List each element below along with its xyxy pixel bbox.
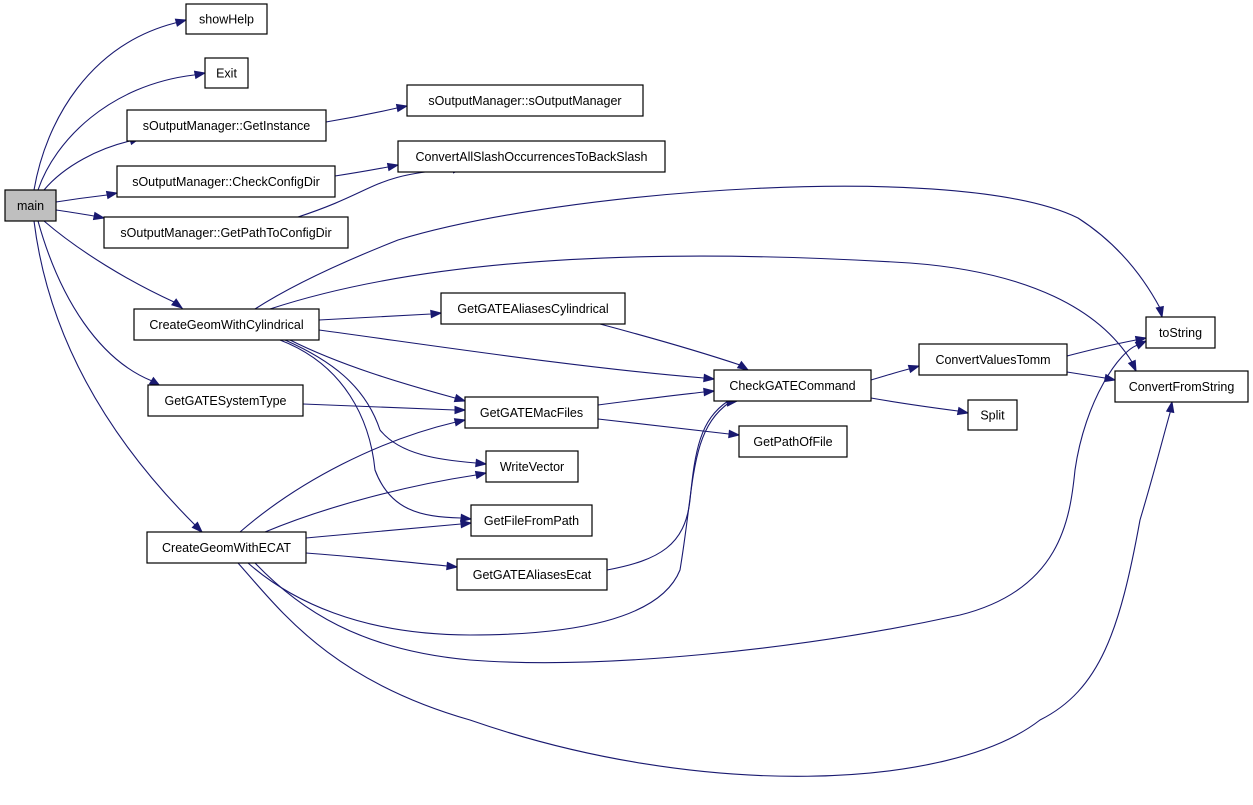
node-box — [4, 189, 57, 222]
node-label: ConvertAllSlashOccurrencesToBackSlash — [415, 150, 647, 164]
node-box — [456, 558, 608, 591]
node-box — [133, 308, 320, 341]
edge-main-to-GetPathToConfigDir — [55, 209, 106, 221]
node-label: sOutputManager::sOutputManager — [428, 94, 621, 108]
node-box — [204, 57, 249, 89]
node-toString[interactable]: toString — [1145, 316, 1216, 349]
node-Exit[interactable]: Exit — [204, 57, 249, 89]
node-CreateGeomWithCylindrical[interactable]: CreateGeomWithCylindrical — [133, 308, 320, 341]
node-box — [918, 343, 1068, 376]
node-box — [147, 384, 304, 417]
node-box — [146, 531, 307, 564]
node-label: GetFileFromPath — [484, 514, 579, 528]
node-label: GetGATEAliasesCylindrical — [457, 302, 608, 316]
node-box — [440, 292, 626, 325]
edge-CreateGeomWithCylindrical-to-toString — [254, 185, 1164, 319]
node-box — [713, 369, 872, 402]
node-main[interactable]: main — [4, 189, 57, 222]
node-GetPathOfFile[interactable]: GetPathOfFile — [738, 425, 848, 458]
node-box — [1114, 370, 1249, 403]
node-Split[interactable]: Split — [967, 399, 1018, 431]
edge-GetGATEMacFiles-to-GetPathOfFile — [597, 418, 741, 439]
node-GetGATEAliasesEcat[interactable]: GetGATEAliasesEcat — [456, 558, 608, 591]
node-GetInstance[interactable]: sOutputManager::GetInstance — [126, 109, 327, 142]
edge-CreateGeomWithCylindrical-to-GetGATEAliasesCylindrical — [318, 309, 443, 321]
node-label: WriteVector — [500, 460, 564, 474]
node-sOutputManager[interactable]: sOutputManager::sOutputManager — [406, 84, 644, 117]
edge-CreateGeomWithECAT-to-GetGATEAliasesEcat — [305, 552, 459, 571]
node-box — [1145, 316, 1216, 349]
edge-main-to-CreateGeomWithECAT — [33, 220, 204, 534]
edge-CheckConfigDir-to-ConvertAll — [334, 162, 400, 177]
edge-GetGATEAliasesCylindrical-to-CheckGATECommand — [599, 323, 750, 371]
node-label: CheckGATECommand — [729, 379, 855, 393]
edge-GetGATESystemType-to-GetGATEMacFiles — [302, 403, 467, 415]
node-CreateGeomWithECAT[interactable]: CreateGeomWithECAT — [146, 531, 307, 564]
node-GetGATESystemType[interactable]: GetGATESystemType — [147, 384, 304, 417]
edge-GetGATEMacFiles-to-CheckGATECommand — [597, 387, 716, 406]
edge-GetInstance-to-sOutputManager — [325, 103, 409, 123]
edge-main-to-Exit — [37, 70, 207, 191]
edge-CreateGeomWithCylindrical-to-ConvertFromString — [269, 255, 1137, 373]
edge-CheckGATECommand-to-ConvertValuesTomm — [870, 364, 921, 381]
edge-CreateGeomWithCylindrical-to-WriteVector — [284, 339, 488, 468]
edge-main-to-showHelp — [33, 18, 188, 191]
node-box — [116, 165, 336, 198]
node-label: GetGATEAliasesEcat — [473, 568, 592, 582]
node-box — [464, 396, 599, 429]
node-label: Exit — [216, 67, 237, 81]
node-label: GetGATEMacFiles — [480, 406, 583, 420]
node-box — [126, 109, 327, 142]
node-GetGATEAliasesCylindrical[interactable]: GetGATEAliasesCylindrical — [440, 292, 626, 325]
node-showHelp[interactable]: showHelp — [185, 3, 268, 35]
node-label: Split — [980, 409, 1005, 423]
node-box — [470, 504, 593, 537]
edges-layer — [33, 18, 1175, 777]
node-GetFileFromPath[interactable]: GetFileFromPath — [470, 504, 593, 537]
edge-CreateGeomWithCylindrical-to-GetGATEMacFiles — [289, 339, 467, 403]
node-label: CreateGeomWithECAT — [162, 541, 291, 555]
node-label: GetPathOfFile — [753, 435, 832, 449]
node-box — [397, 140, 666, 173]
node-label: main — [17, 199, 44, 213]
node-GetGATEMacFiles[interactable]: GetGATEMacFiles — [464, 396, 599, 429]
node-box — [485, 450, 579, 483]
edge-CreateGeomWithCylindrical-to-CheckGATECommand — [318, 329, 716, 383]
node-label: ConvertValuesTomm — [935, 353, 1050, 367]
edge-CreateGeomWithCylindrical-to-GetFileFromPath — [279, 339, 473, 523]
edge-CreateGeomWithECAT-to-ConvertFromString — [237, 400, 1175, 777]
node-box — [406, 84, 644, 117]
edge-CreateGeomWithECAT-to-GetGATEMacFiles — [239, 418, 467, 533]
edge-main-to-CheckConfigDir — [55, 190, 119, 203]
node-box — [185, 3, 268, 35]
edge-CreateGeomWithECAT-to-toString — [254, 340, 1148, 664]
nodes-layer: main showHelpExitsOutputManager::GetInsta… — [4, 3, 1249, 591]
node-ConvertFromString[interactable]: ConvertFromString — [1114, 370, 1249, 403]
node-label: sOutputManager::GetInstance — [143, 119, 311, 133]
node-label: GetGATESystemType — [164, 394, 286, 408]
node-ConvertAll[interactable]: ConvertAllSlashOccurrencesToBackSlash — [397, 140, 666, 173]
node-box — [967, 399, 1018, 431]
node-WriteVector[interactable]: WriteVector — [485, 450, 579, 483]
node-CheckGATECommand[interactable]: CheckGATECommand — [713, 369, 872, 402]
edge-CreateGeomWithECAT-to-WriteVector — [264, 470, 488, 533]
node-label: sOutputManager::CheckConfigDir — [132, 175, 320, 189]
node-CheckConfigDir[interactable]: sOutputManager::CheckConfigDir — [116, 165, 336, 198]
node-label: sOutputManager::GetPathToConfigDir — [120, 226, 331, 240]
node-label: showHelp — [199, 13, 254, 27]
node-ConvertValuesTomm[interactable]: ConvertValuesTomm — [918, 343, 1068, 376]
edge-CreateGeomWithECAT-to-GetFileFromPath — [305, 519, 473, 539]
edge-CheckGATECommand-to-Split — [870, 397, 970, 416]
node-box — [738, 425, 848, 458]
edge-main-to-CreateGeomWithCylindrical — [43, 220, 184, 309]
node-label: CreateGeomWithCylindrical — [149, 318, 303, 332]
node-GetPathToConfigDir[interactable]: sOutputManager::GetPathToConfigDir — [103, 216, 349, 249]
edge-GetGATEAliasesEcat-to-CheckGATECommand — [606, 396, 739, 571]
node-box — [103, 216, 349, 249]
node-label: toString — [1159, 326, 1202, 340]
node-label: ConvertFromString — [1129, 380, 1235, 394]
